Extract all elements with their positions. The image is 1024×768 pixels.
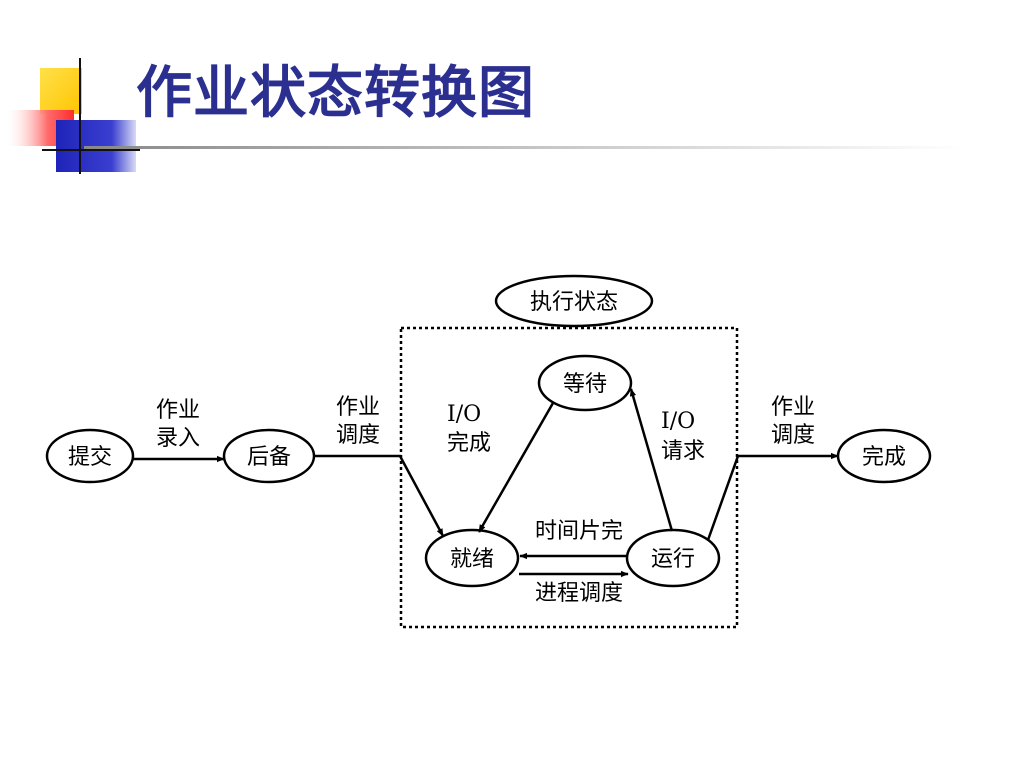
label-io-request-line1: I/O <box>661 409 695 434</box>
label-job-schedule-in-line1: 作业 <box>336 395 380 420</box>
label-job-schedule-in-line2: 调度 <box>336 423 380 448</box>
label-job-schedule-out-line1: 作业 <box>771 395 815 420</box>
node-done: 完成 <box>836 428 932 484</box>
label-io-done-line2: 完成 <box>447 431 491 456</box>
node-backup: 后备 <box>222 428 316 484</box>
edge-backup-to-ready <box>314 454 445 537</box>
yellow-square <box>40 68 82 114</box>
node-wait-label: 等待 <box>563 372 607 397</box>
node-run: 运行 <box>625 528 721 588</box>
node-ready: 就绪 <box>424 528 520 588</box>
edge-run-to-wait <box>629 388 674 532</box>
node-run-label: 运行 <box>651 547 695 572</box>
node-exec-state: 执行状态 <box>494 274 654 328</box>
node-done-label: 完成 <box>862 445 906 470</box>
label-process-schedule: 进程调度 <box>535 581 623 606</box>
edge-run-to-done <box>706 452 839 541</box>
execution-state-box <box>399 326 739 629</box>
label-io-request-line2: 请求 <box>661 439 705 464</box>
title-underline <box>84 146 964 149</box>
label-io-done-line1: I/O <box>447 402 481 427</box>
node-backup-label: 后备 <box>247 445 291 470</box>
node-exec-state-label: 执行状态 <box>530 290 618 315</box>
node-submit-label: 提交 <box>68 445 112 470</box>
label-job-schedule-out-line2: 调度 <box>771 423 815 448</box>
node-submit: 提交 <box>45 428 135 484</box>
label-time-slice: 时间片完 <box>535 519 623 544</box>
node-ready-label: 就绪 <box>450 547 494 572</box>
label-entry-line1: 作业 <box>156 398 200 423</box>
page-title: 作业状态转换图 <box>136 61 535 126</box>
node-wait: 等待 <box>537 354 633 412</box>
label-entry-line2: 录入 <box>156 426 200 451</box>
edge-wait-to-ready <box>477 402 555 533</box>
